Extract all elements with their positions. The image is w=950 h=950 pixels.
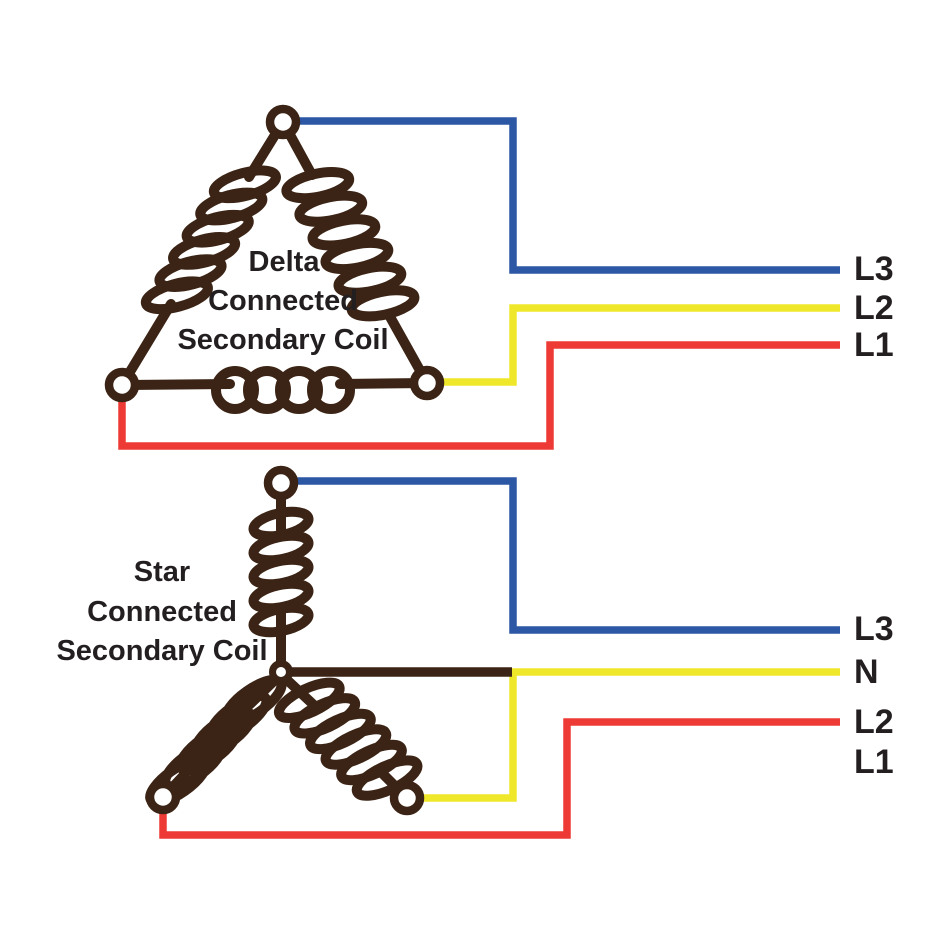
star-l3-label: L3: [854, 610, 894, 648]
terminal: [265, 104, 301, 140]
star-n-label: N: [854, 653, 879, 691]
coil-loop: [211, 366, 259, 414]
delta-l2-label: L2: [854, 289, 894, 327]
star-l2-label: L2: [854, 703, 894, 741]
star-caption-line1: Star: [134, 556, 190, 588]
star-wire-labels: L3 N L2 L1: [854, 610, 894, 781]
terminal: [104, 367, 140, 403]
coil-loop: [307, 366, 355, 414]
delta-l3-wire: [296, 117, 840, 274]
coil-loop: [248, 602, 314, 638]
terminal: [145, 779, 181, 815]
delta-l2-wire: [438, 304, 840, 386]
star-caption: Star Connected Secondary Coil: [56, 556, 267, 667]
star-l2-wire: [159, 718, 840, 839]
terminal: [263, 465, 299, 501]
coil-loop: [243, 366, 291, 414]
delta-diagram: Delta Connected Secondary Coil L3 L2 L1: [104, 104, 894, 450]
delta-l3-label: L3: [854, 250, 894, 288]
star-point-node: [269, 660, 293, 684]
delta-l1-label: L1: [854, 326, 894, 364]
star-caption-line3: Secondary Coil: [56, 635, 267, 667]
delta-caption: Delta Connected Secondary Coil: [177, 246, 388, 356]
star-n-wire: [422, 668, 840, 802]
terminal: [409, 365, 445, 401]
star-l3-wire: [296, 477, 840, 634]
delta-l1-wire: [118, 341, 840, 450]
delta-caption-line2: Connected: [208, 285, 358, 317]
delta-terminals: [104, 104, 445, 403]
delta-caption-line1: Delta: [249, 246, 321, 278]
star-caption-line2: Connected: [87, 596, 237, 628]
delta-windings: [117, 117, 432, 414]
star-l1-label: L1: [854, 743, 894, 781]
star-diagram: Star Connected Secondary Coil L3 N L2 L1: [56, 465, 894, 839]
delta-wire-labels: L3 L2 L1: [854, 250, 894, 364]
coil-loop: [351, 755, 423, 801]
star-terminals: [145, 465, 425, 816]
coil-loop: [346, 285, 420, 322]
terminal: [389, 780, 425, 816]
coil-loop: [208, 165, 281, 204]
star-windings: [145, 491, 423, 808]
coil-loop: [275, 366, 323, 414]
delta-caption-line3: Secondary Coil: [177, 324, 388, 356]
